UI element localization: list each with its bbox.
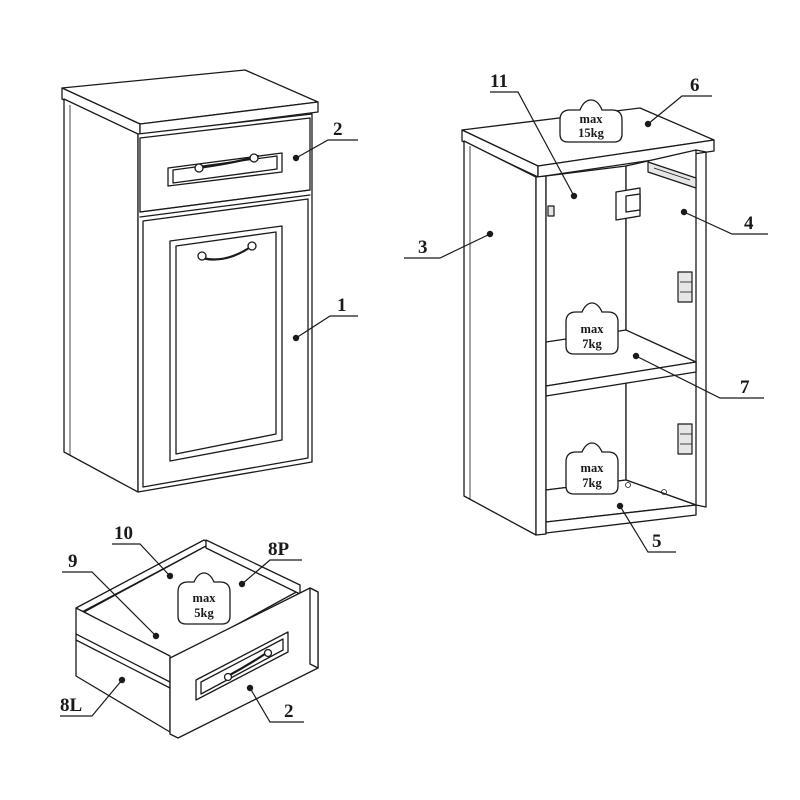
upper-hinge <box>677 271 693 303</box>
callout-9: 9 <box>68 551 78 572</box>
weight-bottom-value: 7kg <box>582 476 602 490</box>
callout-10: 10 <box>114 523 133 544</box>
callout-11: 11 <box>490 71 508 92</box>
weight-limit-shelf: max 7kg <box>565 302 619 355</box>
callout-5: 5 <box>652 531 662 552</box>
drawer-runner <box>647 161 697 189</box>
weight-limit-top: max 15kg <box>559 99 623 143</box>
assembled-cabinet: 2 1 <box>61 69 358 493</box>
door-inner-frame <box>169 225 283 462</box>
weight-top-value: 15kg <box>578 126 604 140</box>
drawer-box: max 5kg 10 8P 9 8L 2 <box>60 523 319 739</box>
door-handle <box>200 244 254 261</box>
weight-limit-bottom: max 7kg <box>565 442 619 495</box>
weight-drawer-value: 5kg <box>194 606 214 620</box>
lower-hinge <box>677 423 693 455</box>
callout-8P: 8P <box>268 539 290 560</box>
drawer-box-handle-plate <box>195 631 289 701</box>
callout-7: 7 <box>740 377 750 398</box>
weight-shelf-value: 7kg <box>582 337 602 351</box>
cabinet-door <box>142 198 309 488</box>
weight-limit-drawer: max 5kg <box>177 572 231 625</box>
carcass-left-side <box>463 140 537 536</box>
weight-drawer-label: max <box>193 591 217 605</box>
weight-top-label: max <box>580 112 604 126</box>
drawer-handle-plate <box>167 152 283 187</box>
cabinet-top-front-edge <box>139 101 319 136</box>
callout-8L: 8L <box>60 695 82 716</box>
callout-3: 3 <box>418 237 428 258</box>
callout-4: 4 <box>744 213 754 234</box>
callout-2-cabinet: 2 <box>333 119 343 140</box>
callout-1: 1 <box>337 295 347 316</box>
carcass-top-edge-front <box>537 139 715 178</box>
callout-2-drawer: 2 <box>284 701 294 722</box>
weight-bottom-label: max <box>581 461 605 475</box>
cabinet-side-panel <box>63 98 139 493</box>
callout-6: 6 <box>690 75 700 96</box>
weight-shelf-label: max <box>581 322 605 336</box>
cabinet-carcass: max 15kg max 7kg max 7kg 11 6 3 4 <box>404 71 768 553</box>
